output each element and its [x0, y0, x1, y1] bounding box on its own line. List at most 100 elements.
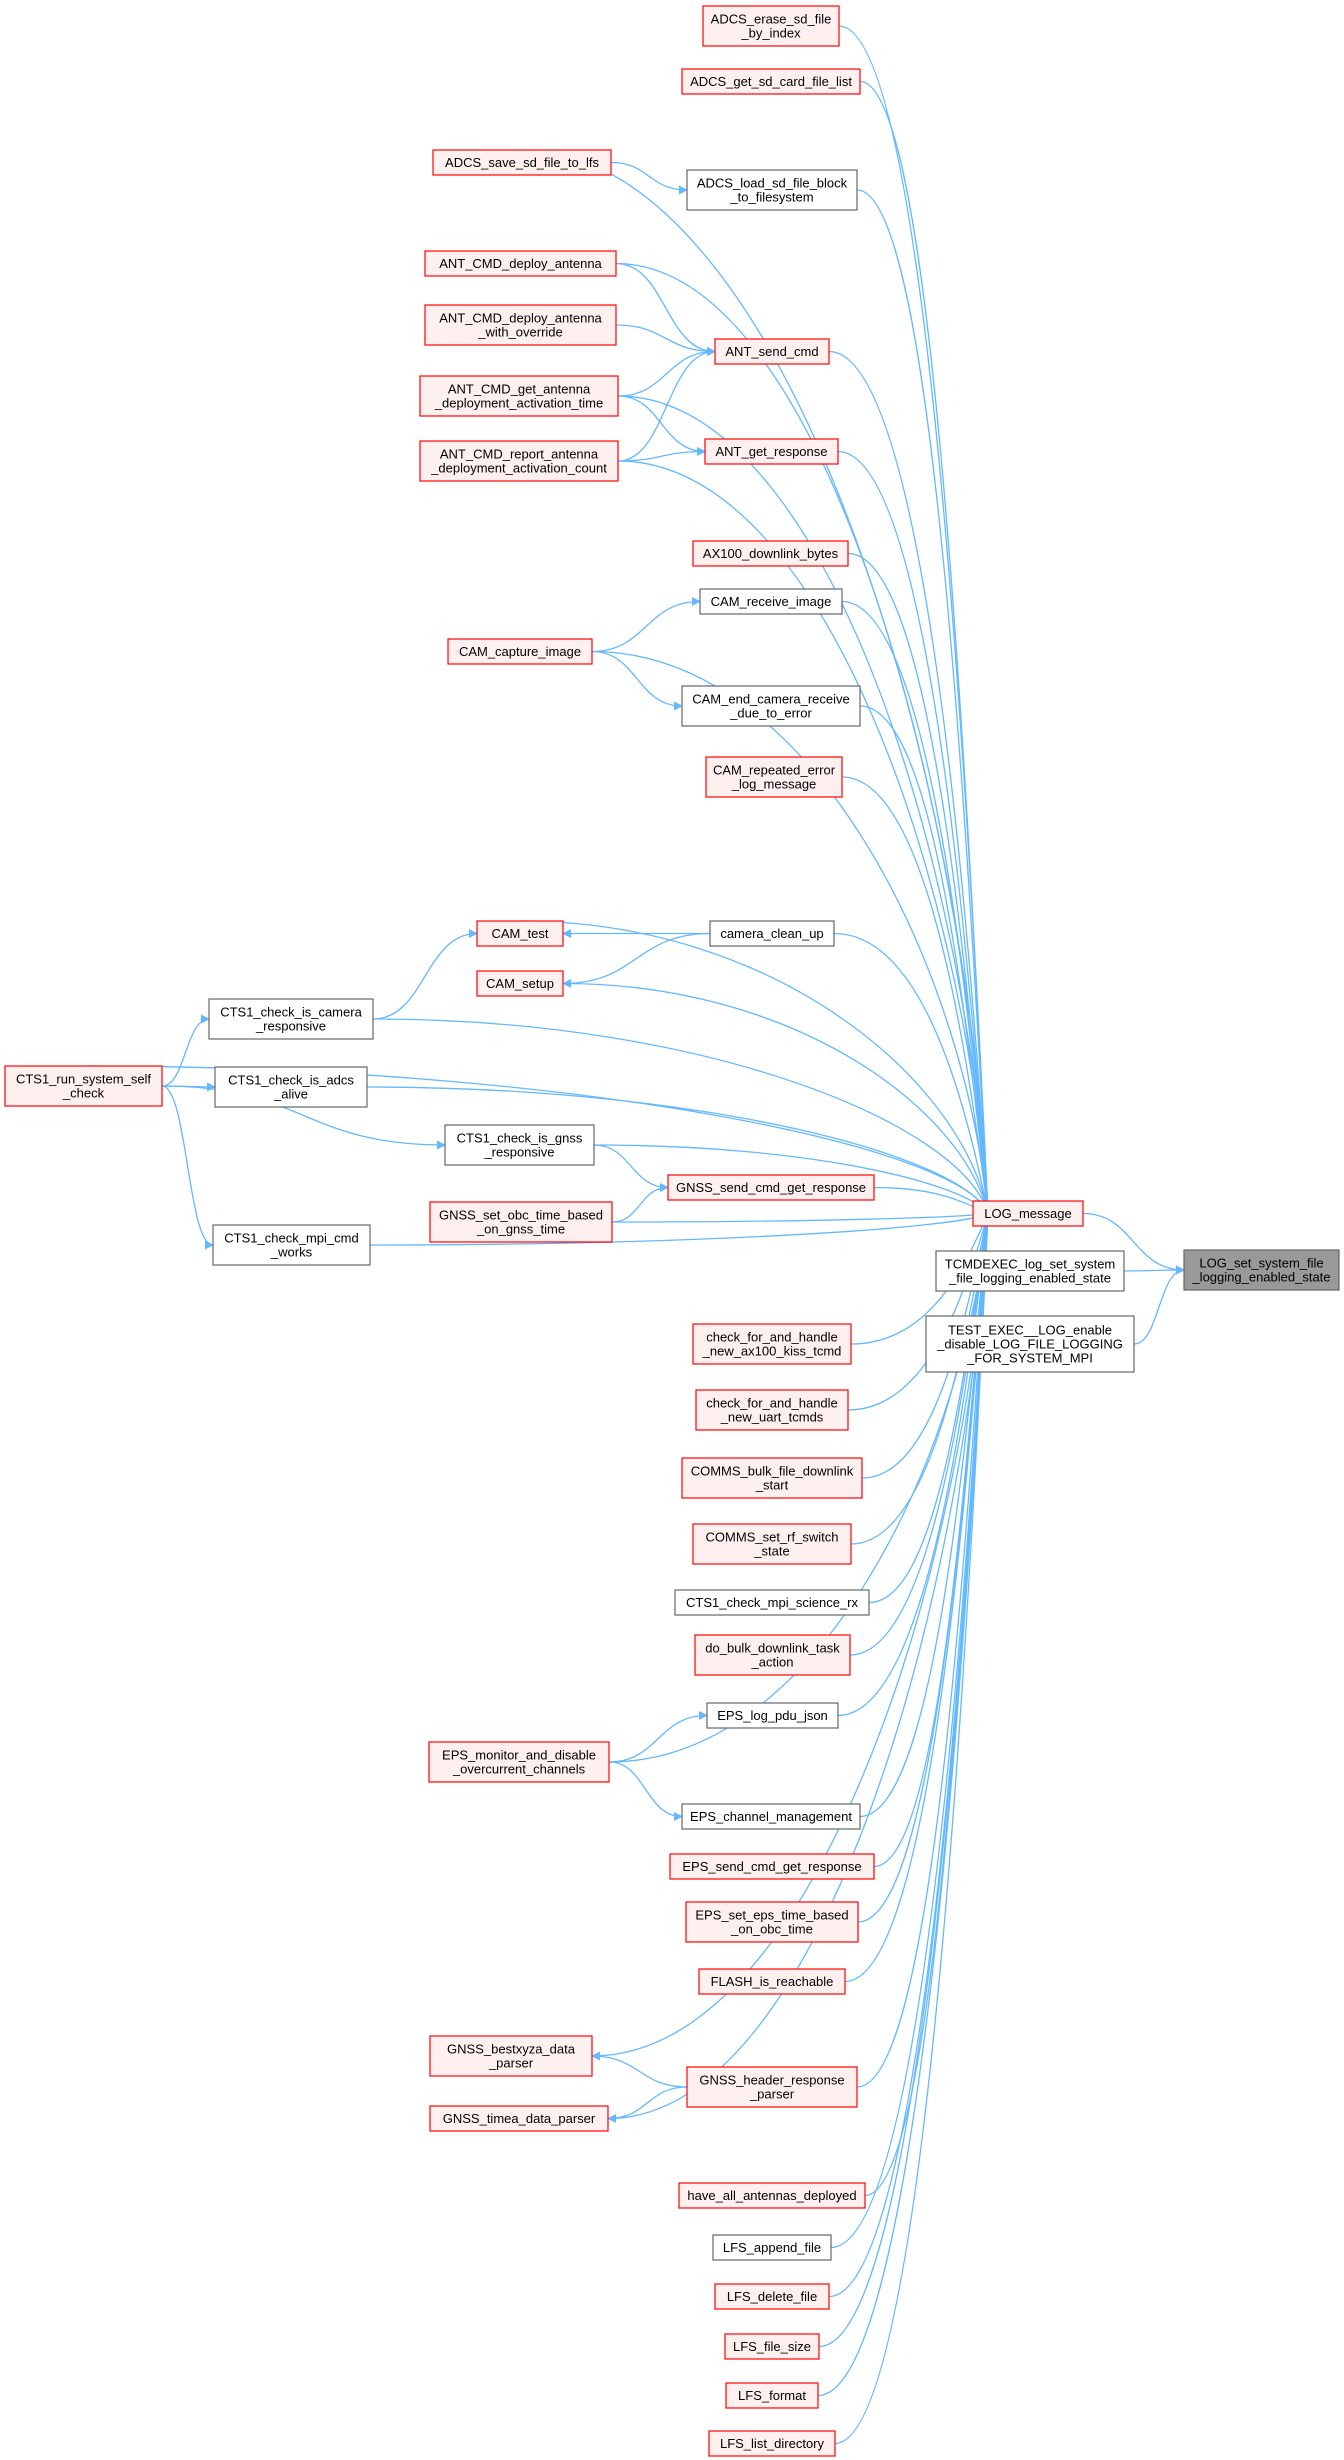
node-adcs-save[interactable]: ADCS_save_sd_file_to_lfs	[432, 149, 612, 176]
edge-cam-receive-to-log-message	[841, 600, 992, 1215]
edge-check-ax100-to-log-message	[850, 1212, 989, 1345]
node-log-message[interactable]: LOG_message	[972, 1200, 1084, 1227]
node-box	[925, 1315, 1135, 1373]
node-lfs-list[interactable]: LFS_list_directory	[708, 2430, 836, 2457]
edge-ant-report-to-log-message	[617, 460, 992, 1215]
node-cts1-gnss[interactable]: CTS1_check_is_gnss_responsive	[444, 1124, 595, 1166]
node-box	[681, 68, 861, 95]
node-cts1-adcs[interactable]: CTS1_check_is_adcs_alive	[214, 1066, 368, 1108]
node-box	[709, 920, 835, 947]
node-label: ANT_CMD_deploy_antenna	[439, 256, 602, 271]
node-eps-monitor[interactable]: EPS_monitor_and_disable_overcurrent_chan…	[428, 1741, 610, 1783]
node-label: _due_to_error	[729, 706, 812, 721]
node-cam-setup[interactable]: CAM_setup	[476, 970, 564, 997]
node-comms-rf[interactable]: COMMS_set_rf_switch_state	[692, 1523, 852, 1565]
node-box	[667, 1174, 875, 1201]
edge-tcmd-exec-to-log-set	[1123, 1265, 1185, 1275]
node-lfs-size[interactable]: LFS_file_size	[724, 2333, 820, 2360]
node-box	[447, 638, 593, 665]
node-check-ax100[interactable]: check_for_and_handle_new_ax100_kiss_tcmd	[692, 1323, 852, 1365]
node-cam-repeated[interactable]: CAM_repeated_error_log_message	[705, 756, 843, 798]
node-cts1-mpi[interactable]: CTS1_check_mpi_cmd_works	[212, 1224, 371, 1266]
node-label: CTS1_check_is_gnss	[457, 1131, 583, 1146]
node-cts1-camera[interactable]: CTS1_check_is_camera_responsive	[208, 998, 374, 1040]
node-label: check_for_and_handle	[706, 1330, 838, 1345]
node-gnss-send[interactable]: GNSS_send_cmd_get_response	[667, 1174, 875, 1201]
node-label: COMMS_set_rf_switch	[706, 1530, 839, 1545]
node-label: _new_uart_tcmds	[720, 1410, 824, 1425]
node-label: CTS1_check_mpi_science_rx	[686, 1595, 858, 1610]
node-box	[699, 588, 843, 615]
node-label: _action	[751, 1655, 794, 1670]
node-test-exec[interactable]: TEST_EXEC__LOG_enable_disable_LOG_FILE_L…	[925, 1315, 1135, 1373]
node-do-bulk[interactable]: do_bulk_downlink_task_action	[694, 1634, 851, 1676]
node-box	[681, 1803, 861, 1830]
edge-cts1-run-to-cts1-mpi	[161, 1085, 214, 1250]
node-box	[692, 1523, 852, 1565]
node-label: ADCS_erase_sd_file	[711, 12, 832, 27]
node-label: ANT_CMD_deploy_antenna	[439, 311, 602, 326]
node-box	[424, 250, 617, 277]
node-ax100[interactable]: AX100_downlink_bytes	[692, 540, 849, 567]
node-cam-capture[interactable]: CAM_capture_image	[447, 638, 593, 665]
node-label: ANT_get_response	[715, 444, 827, 459]
node-lfs-delete[interactable]: LFS_delete_file	[714, 2283, 830, 2310]
node-label: EPS_send_cmd_get_response	[682, 1859, 861, 1874]
node-eps-set-time[interactable]: EPS_set_eps_time_based_on_obc_time	[685, 1901, 859, 1943]
node-comms-bulk[interactable]: COMMS_bulk_file_downlink_start	[681, 1457, 863, 1499]
node-gnss-timea[interactable]: GNSS_timea_data_parser	[429, 2105, 609, 2132]
node-lfs-append[interactable]: LFS_append_file	[712, 2234, 832, 2261]
node-check-uart[interactable]: check_for_and_handle_new_uart_tcmds	[695, 1389, 849, 1431]
edge-ant-deploy-override-to-ant-send	[615, 324, 716, 356]
edges-layer	[83, 25, 1185, 2445]
node-label: ANT_CMD_get_antenna	[448, 382, 591, 397]
node-camera-clean[interactable]: camera_clean_up	[709, 920, 835, 947]
node-label: LFS_format	[738, 2388, 806, 2403]
node-eps-log-pdu[interactable]: EPS_log_pdu_json	[706, 1702, 839, 1729]
node-label: CAM_capture_image	[459, 644, 581, 659]
node-box	[714, 338, 830, 365]
node-cts1-science[interactable]: CTS1_check_mpi_science_rx	[674, 1589, 870, 1616]
nodes-layer: ADCS_erase_sd_file_by_indexADCS_get_sd_c…	[4, 5, 1340, 2457]
edge-cts1-mpi-to-log-message	[369, 1212, 989, 1246]
node-gnss-set-obc[interactable]: GNSS_set_obc_time_based_on_gnss_time	[429, 1201, 613, 1243]
node-cam-test[interactable]: CAM_test	[476, 920, 564, 947]
node-gnss-header[interactable]: GNSS_header_response_parser	[686, 2066, 858, 2108]
node-flash-reach[interactable]: FLASH_is_reachable	[698, 1968, 846, 1995]
node-ant-get-resp[interactable]: ANT_get_response	[704, 438, 839, 465]
node-adcs-load[interactable]: ADCS_load_sd_file_block_to_filesystem	[686, 169, 858, 211]
edge-adcs-get-list-to-log-message	[859, 80, 993, 1215]
node-adcs-get-list[interactable]: ADCS_get_sd_card_file_list	[681, 68, 861, 95]
node-cam-end[interactable]: CAM_end_camera_receive_due_to_error	[681, 685, 861, 727]
node-adcs-erase[interactable]: ADCS_erase_sd_file_by_index	[702, 5, 840, 47]
node-have-all[interactable]: have_all_antennas_deployed	[678, 2182, 866, 2209]
node-label: _start	[755, 1478, 789, 1493]
node-box	[1183, 1249, 1340, 1291]
node-ant-get-time[interactable]: ANT_CMD_get_antenna_deployment_activatio…	[419, 375, 619, 417]
node-eps-channel[interactable]: EPS_channel_management	[681, 1803, 861, 1830]
node-label: _on_obc_time	[730, 1922, 813, 1937]
node-box	[692, 1323, 852, 1365]
node-box	[724, 2333, 820, 2360]
edge-cts1-gnss-to-gnss-send	[593, 1144, 669, 1192]
node-ant-deploy-override[interactable]: ANT_CMD_deploy_antenna_with_override	[424, 304, 617, 346]
node-box	[935, 1250, 1125, 1292]
node-cam-receive[interactable]: CAM_receive_image	[699, 588, 843, 615]
node-ant-deploy[interactable]: ANT_CMD_deploy_antenna	[424, 250, 617, 277]
node-box	[702, 5, 840, 47]
edge-ant-get-time-to-ant-get-resp	[617, 395, 706, 456]
node-cts1-run[interactable]: CTS1_run_system_self_check	[4, 1065, 163, 1107]
node-ant-send[interactable]: ANT_send_cmd	[714, 338, 830, 365]
node-box	[686, 2066, 858, 2108]
node-ant-report[interactable]: ANT_CMD_report_antenna_deployment_activa…	[419, 440, 619, 482]
node-box	[429, 2105, 609, 2132]
node-tcmd-exec[interactable]: TCMDEXEC_log_set_system_file_logging_ena…	[935, 1250, 1125, 1292]
node-eps-send[interactable]: EPS_send_cmd_get_response	[669, 1853, 875, 1880]
node-lfs-format[interactable]: LFS_format	[725, 2382, 819, 2409]
node-label: _alive	[273, 1087, 308, 1102]
node-gnss-bestxyza[interactable]: GNSS_bestxyza_data_parser	[429, 2035, 593, 2077]
node-log-set[interactable]: LOG_set_system_file_logging_enabled_stat…	[1183, 1249, 1340, 1291]
edge-ant-get-time-to-ant-send	[617, 347, 716, 397]
node-label: ADCS_get_sd_card_file_list	[690, 74, 852, 89]
